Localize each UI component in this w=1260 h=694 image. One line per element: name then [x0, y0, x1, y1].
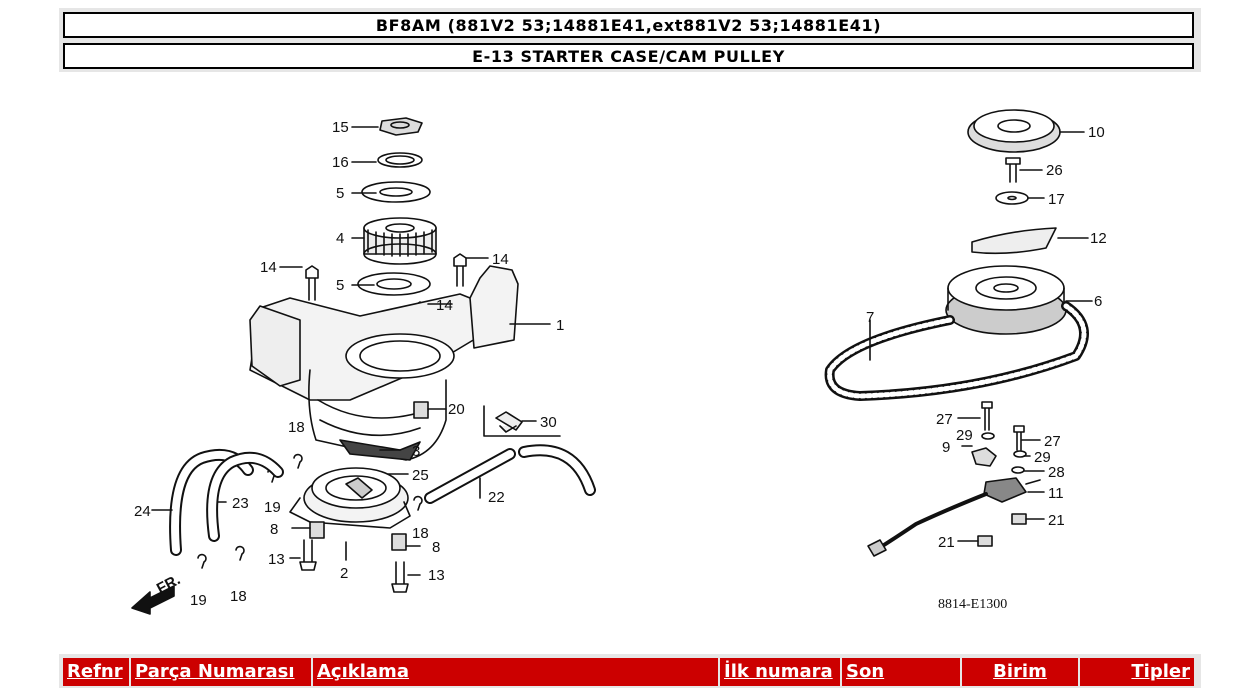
callout-label: 16	[332, 154, 349, 171]
callout-label: 18	[230, 588, 247, 605]
callout-label: 29	[1034, 449, 1051, 466]
column-unit[interactable]: Birim	[962, 658, 1078, 686]
callout-label: 18	[288, 419, 305, 436]
callout-label: 27	[1044, 433, 1061, 450]
callout-label: 1	[556, 317, 564, 334]
callout-label: 25	[412, 467, 429, 484]
callout-label: 12	[1090, 230, 1107, 247]
callout-label: 6	[1094, 293, 1102, 310]
callout-label: 14	[492, 251, 509, 268]
callout-label: 19	[190, 592, 207, 609]
section-title: E-13 STARTER CASE/CAM PULLEY	[63, 43, 1194, 69]
callout-label: 19	[264, 499, 281, 516]
callout-label: 8	[432, 539, 440, 556]
callout-label: 29	[956, 427, 973, 444]
callout-label: 7	[866, 309, 874, 326]
callout-label: 30	[540, 414, 557, 431]
callout-label: 17	[1048, 191, 1065, 208]
callout-label: 23	[232, 495, 249, 512]
model-title: BF8AM (881V2 53;14881E41,ext881V2 53;148…	[63, 12, 1194, 38]
callout-label: 13	[268, 551, 285, 568]
callout-label: 13	[428, 567, 445, 584]
column-first-number[interactable]: İlk numara	[720, 658, 840, 686]
callout-label: 28	[1048, 464, 1065, 481]
callout-label: 14	[260, 259, 277, 276]
parts-diagram: 15 16 5 4 14 5 14 14 1 20 30 18 3 25 22 …	[0, 80, 1260, 640]
callout-label: 8	[270, 521, 278, 538]
callout-label: 5	[336, 277, 344, 294]
callout-label: 24	[134, 503, 151, 520]
callout-label: 18	[412, 525, 429, 542]
callout-label: 2	[340, 565, 348, 582]
callout-label: 3	[412, 443, 420, 460]
callout-label: 10	[1088, 124, 1105, 141]
callout-label: 22	[488, 489, 505, 506]
column-last[interactable]: Son	[842, 658, 960, 686]
callout-label: 11	[1048, 485, 1064, 502]
column-refnr[interactable]: Refnr	[63, 658, 129, 686]
callout-label: 26	[1046, 162, 1063, 179]
callout-label: 15	[332, 119, 349, 136]
callout-label: 5	[336, 185, 344, 202]
callout-label: 20	[448, 401, 465, 418]
callout-label: 21	[938, 534, 955, 551]
callout-label: 4	[336, 230, 344, 247]
figure-reference: 8814-E1300	[938, 597, 1007, 612]
column-description[interactable]: Açıklama	[313, 658, 718, 686]
column-part-number[interactable]: Parça Numarası	[131, 658, 311, 686]
callout-label: 9	[942, 439, 950, 456]
callout-label: 21	[1048, 512, 1065, 529]
callout-label: 14	[436, 297, 453, 314]
exploded-view-drawing: 15 16 5 4 14 5 14 14 1 20 30 18 3 25 22 …	[131, 109, 1107, 615]
callout-label: 27	[936, 411, 953, 428]
column-types[interactable]: Tipler	[1080, 658, 1194, 686]
